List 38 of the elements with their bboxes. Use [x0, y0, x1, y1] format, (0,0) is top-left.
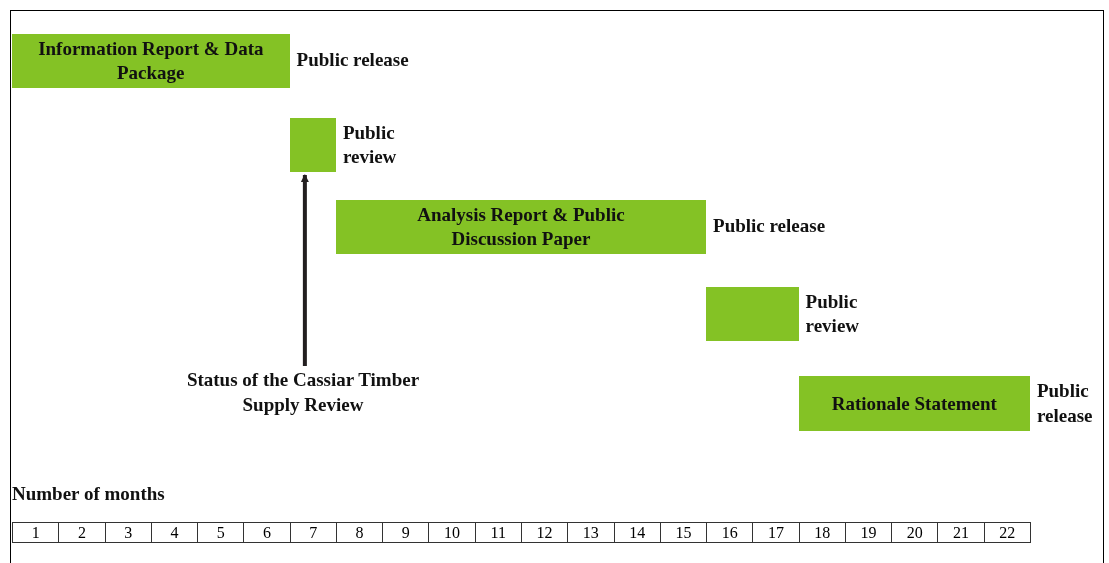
- month-cell: 19: [844, 522, 893, 543]
- month-cell: 14: [613, 522, 661, 543]
- month-cell: 5: [197, 522, 245, 543]
- month-cell: 6: [243, 522, 291, 543]
- month-cell: 3: [104, 522, 152, 543]
- review-bar: [289, 118, 336, 172]
- review-bar: [706, 287, 799, 341]
- task-label: Analysis Report & Public Discussion Paper: [416, 203, 626, 251]
- month-cell: 10: [428, 522, 476, 543]
- month-cell: 12: [520, 522, 569, 543]
- task-bar: [335, 200, 707, 254]
- month-cell: 1: [12, 522, 60, 543]
- month-cell: 17: [752, 522, 800, 543]
- axis-title: Number of months: [12, 482, 165, 506]
- month-cell: 16: [706, 522, 754, 543]
- release-note: Public review: [342, 120, 398, 170]
- month-cell: 18: [798, 522, 846, 543]
- release-note: Public release: [1036, 379, 1094, 428]
- month-cell: 7: [289, 522, 337, 543]
- release-note: Public release: [713, 214, 826, 238]
- release-note: Public release: [296, 48, 409, 72]
- month-cell: 11: [474, 522, 522, 543]
- month-cell: 8: [335, 522, 384, 543]
- month-cell: 15: [659, 522, 708, 543]
- task-label: Information Report & Data Package: [37, 37, 265, 85]
- arrow: [300, 174, 309, 366]
- task-label: Rationale Statement: [831, 391, 997, 416]
- release-note: Public review: [805, 289, 861, 339]
- status-label: Status of the Cassiar Timber Supply Review: [180, 368, 426, 418]
- month-cell: 13: [567, 522, 615, 543]
- month-cell: 4: [150, 522, 199, 543]
- task-bar: [12, 34, 290, 88]
- month-cell: 21: [937, 522, 985, 543]
- month-cell: 2: [58, 522, 106, 543]
- task-bar: [798, 376, 1030, 431]
- month-cell: 22: [983, 522, 1031, 543]
- month-cell: 9: [382, 522, 430, 543]
- month-cell: 20: [891, 522, 939, 543]
